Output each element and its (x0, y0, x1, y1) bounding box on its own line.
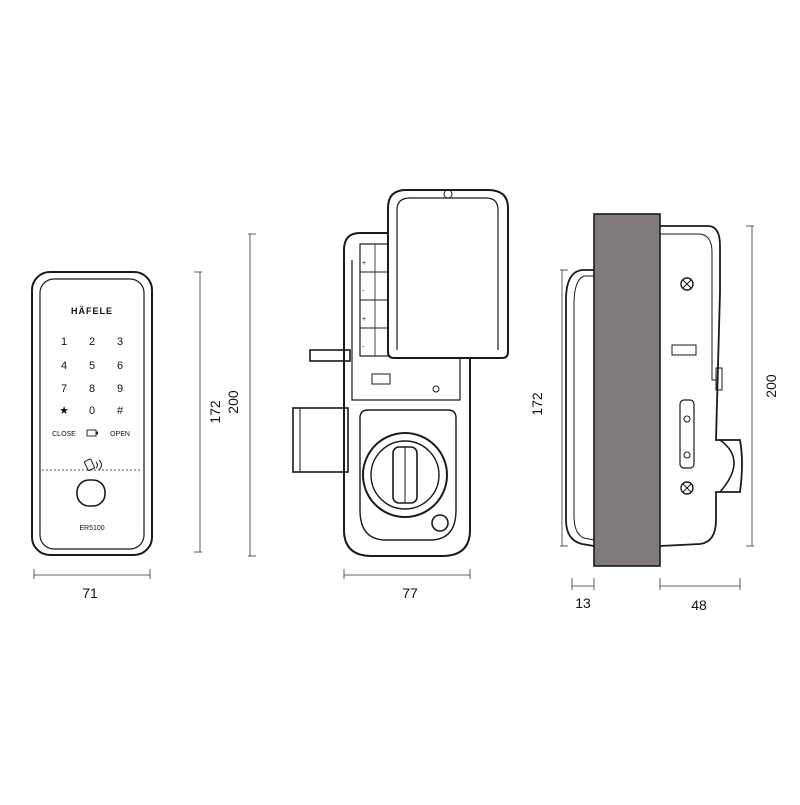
battery-minus-2: - (362, 344, 365, 351)
key-hash[interactable]: # (117, 405, 124, 417)
dim-front-width: 71 (82, 585, 98, 601)
battery-minus-1: - (362, 288, 365, 295)
brand-logo-text: HÄFELE (71, 306, 113, 316)
key-5[interactable]: 5 (89, 360, 95, 372)
key-override[interactable] (431, 514, 449, 532)
key-star[interactable]: ★ (59, 405, 69, 417)
side-view (565, 213, 743, 567)
spindle-bar (309, 349, 351, 362)
side-screw-bottom (680, 481, 694, 495)
dim-side-total-height: 200 (763, 374, 779, 398)
dimension-lines (33, 225, 754, 590)
card-reader-icon (83, 458, 102, 471)
reset-button (432, 385, 440, 393)
battery-icon (86, 429, 98, 437)
side-back-profile (659, 225, 743, 547)
dim-front-height: 172 (207, 400, 223, 424)
open-label[interactable]: OPEN (110, 431, 130, 438)
back-view: + - + - (292, 189, 509, 557)
keypad: 1 2 3 4 5 6 7 8 9 ★ 0 # (59, 336, 124, 417)
dim-side-height: 172 (529, 392, 545, 416)
side-front-profile (565, 269, 595, 547)
key-3[interactable]: 3 (117, 336, 123, 348)
front-inner-panel (39, 278, 145, 550)
dim-door-thickness: 13 (575, 595, 591, 611)
key-4[interactable]: 4 (61, 360, 67, 372)
side-handle-slot (679, 399, 695, 469)
battery-plus-1: + (362, 260, 366, 267)
cover-screw (443, 189, 453, 199)
battery-cover-open[interactable] (387, 189, 509, 359)
key-8[interactable]: 8 (89, 383, 95, 395)
dim-side-depth: 48 (691, 597, 707, 613)
side-screw-top (680, 277, 694, 291)
switch-slot (371, 373, 391, 385)
model-number: ER5100 (79, 525, 104, 532)
fingerprint-reader[interactable] (76, 479, 106, 507)
bolt-block (292, 407, 349, 473)
side-spindle (671, 344, 697, 356)
close-label[interactable]: CLOSE (52, 431, 76, 438)
back-housing (343, 232, 471, 557)
key-7[interactable]: 7 (61, 383, 67, 395)
thumb-turn[interactable] (359, 409, 457, 541)
key-2[interactable]: 2 (89, 336, 95, 348)
battery-plus-2: + (362, 316, 366, 323)
key-6[interactable]: 6 (117, 360, 123, 372)
dim-back-width: 77 (402, 585, 418, 601)
key-1[interactable]: 1 (61, 336, 67, 348)
door-section (593, 213, 661, 567)
front-outer-body (31, 271, 153, 556)
key-0[interactable]: 0 (89, 405, 95, 417)
front-view (31, 271, 153, 556)
side-thumb-turn (719, 439, 735, 493)
key-9[interactable]: 9 (117, 383, 123, 395)
dim-total-height-left: 200 (225, 390, 241, 414)
